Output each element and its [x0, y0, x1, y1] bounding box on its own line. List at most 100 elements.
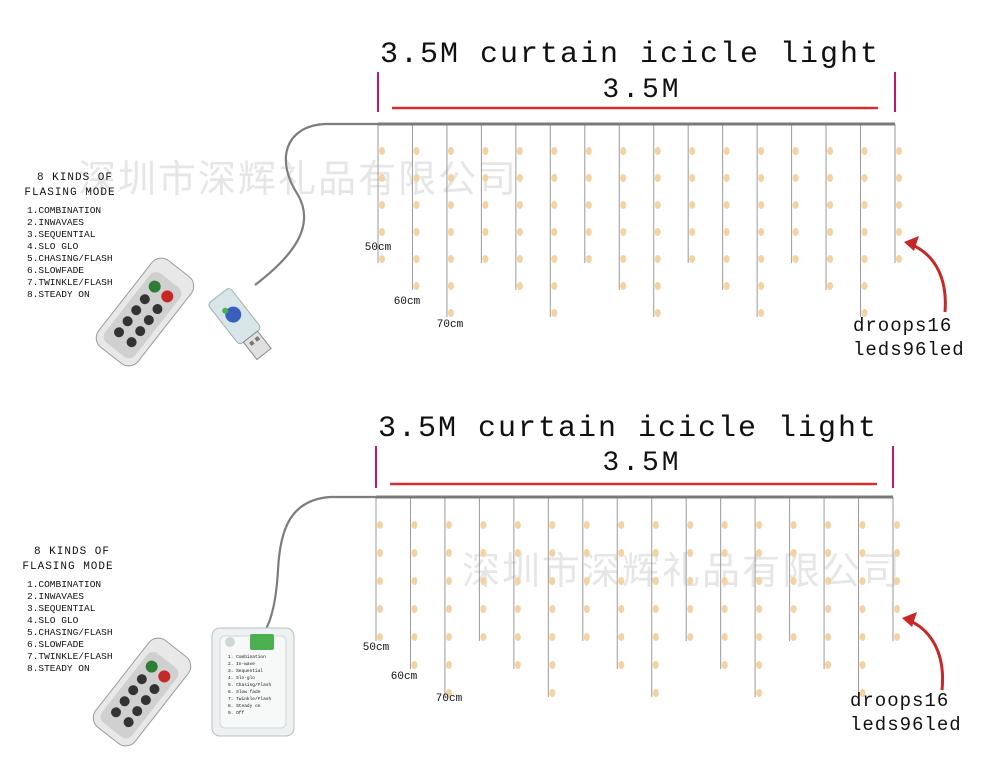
mode-list: 1.COMBINATION 2.INWAVAES 3.SEQUENTIAL 4.…: [27, 579, 113, 674]
led-bulb: [516, 228, 523, 236]
led-bulb: [482, 201, 489, 209]
mode-item: 6.SLOWFADE: [27, 639, 84, 650]
led-bulb: [689, 201, 696, 209]
led-bulb: [654, 174, 661, 182]
led-bulb: [413, 255, 420, 263]
led-bulb: [859, 689, 866, 697]
led-bulb: [756, 633, 763, 641]
led-bulb: [758, 228, 765, 236]
led-bulb: [516, 255, 523, 263]
led-bulb: [447, 255, 454, 263]
led-bulb: [758, 147, 765, 155]
led-bulb: [654, 147, 661, 155]
led-bulb: [721, 521, 728, 529]
led-bulb: [411, 605, 418, 613]
arrow-icon: [907, 618, 945, 691]
led-bulb: [896, 147, 902, 155]
led-bulb: [654, 255, 661, 263]
mode-list: 1.COMBINATION 2.INWAVAES 3.SEQUENTIAL 4.…: [27, 205, 113, 300]
led-bulb: [827, 228, 834, 236]
led-bulb: [721, 605, 728, 613]
led-bulb: [583, 577, 590, 585]
battery-box-mode: 1. Combination: [228, 654, 266, 660]
led-bulb: [756, 521, 763, 529]
led-bulb: [411, 661, 418, 669]
battery-box-mode: 7. Twinkle/Flash: [228, 696, 272, 702]
led-bulb: [551, 147, 558, 155]
led-bulb: [758, 309, 765, 317]
led-bulb: [480, 605, 487, 613]
led-bulb: [482, 228, 489, 236]
led-bulb: [861, 201, 868, 209]
led-bulb: [379, 255, 385, 263]
led-bulb: [654, 228, 661, 236]
led-bulb: [896, 174, 902, 182]
led-bulb: [723, 282, 730, 290]
led-bulb: [447, 282, 454, 290]
led-bulb: [514, 661, 521, 669]
led-bulb: [618, 605, 625, 613]
led-bulb: [827, 255, 834, 263]
led-bulb: [413, 282, 420, 290]
led-bulb: [825, 633, 832, 641]
led-bulb: [549, 605, 556, 613]
arrowhead-icon: [902, 612, 917, 627]
led-bulb: [482, 147, 489, 155]
led-bulb: [411, 549, 418, 557]
led-bulb: [480, 633, 487, 641]
led-bulb: [790, 549, 797, 557]
usb-plug-icon: [208, 288, 272, 361]
led-bulb: [894, 633, 900, 641]
battery-box-mode: 3. Sequential: [228, 668, 263, 674]
led-bulb: [620, 255, 627, 263]
led-bulb: [413, 174, 420, 182]
led-bulb: [723, 147, 730, 155]
width-label: 3.5M: [602, 75, 681, 106]
led-bulb: [551, 309, 558, 317]
led-bulb: [723, 201, 730, 209]
led-bulb: [413, 147, 420, 155]
length-label-60: 60cm: [394, 296, 421, 308]
led-bulb: [514, 605, 521, 613]
mode-item: 4.SLO GLO: [27, 615, 79, 626]
led-bulb: [790, 577, 797, 585]
led-bulb: [549, 549, 556, 557]
led-bulb: [377, 605, 383, 613]
battery-box-mode: 4. Slo-glo: [228, 675, 255, 681]
mode-item: 7.TWINKLE/FLASH: [27, 277, 113, 288]
led-bulb: [861, 255, 868, 263]
led-bulb: [445, 661, 452, 669]
led-bulb: [687, 633, 694, 641]
led-bulb: [861, 282, 868, 290]
mode-item: 1.COMBINATION: [27, 205, 101, 216]
led-bulb: [549, 633, 556, 641]
mode-item: 2.INWAVAES: [27, 217, 84, 228]
led-bulb: [859, 549, 866, 557]
led-bulb: [447, 201, 454, 209]
led-bulb: [480, 521, 487, 529]
length-label-60: 60cm: [391, 671, 418, 683]
led-bulb: [723, 174, 730, 182]
mode-item: 7.TWINKLE/FLASH: [27, 651, 113, 662]
led-bulb: [756, 549, 763, 557]
led-bulb: [792, 255, 799, 263]
led-bulb: [859, 605, 866, 613]
led-bulb: [583, 605, 590, 613]
led-bulb: [652, 577, 659, 585]
mode-item: 6.SLOWFADE: [27, 265, 84, 276]
remote-control-icon: [92, 637, 192, 747]
panel-title: 3.5M curtain icicle light: [380, 38, 880, 72]
watermark-bottom: 深圳市深辉礼品有限公司: [462, 549, 902, 593]
led-bulb: [825, 577, 832, 585]
led-bulb: [859, 577, 866, 585]
led-bulb: [721, 549, 728, 557]
led-bulb: [687, 605, 694, 613]
led-bulb: [756, 605, 763, 613]
led-bulb: [756, 689, 763, 697]
led-bulb: [723, 228, 730, 236]
led-bulb: [792, 228, 799, 236]
led-bulb: [445, 521, 452, 529]
modes-title-line1: 8 KINDS OF: [37, 172, 113, 184]
led-bulb: [583, 521, 590, 529]
led-bulb: [825, 605, 832, 613]
